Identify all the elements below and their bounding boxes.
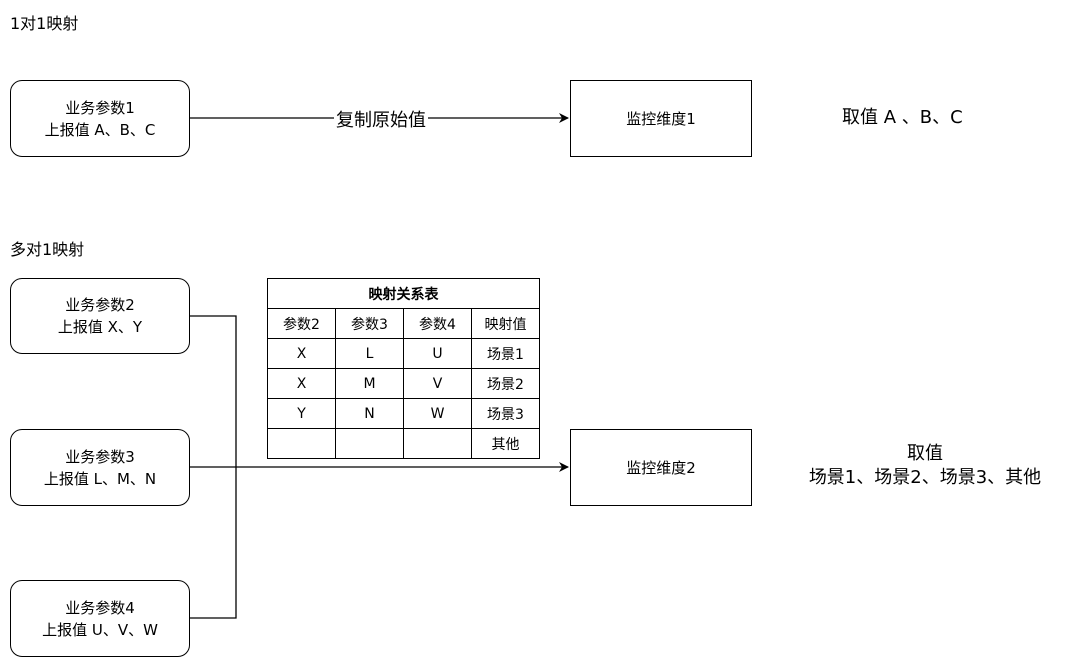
- result2-line1: 取值: [907, 443, 943, 464]
- business-param3-node[interactable]: 业务参数3 上报值 L、M、N: [10, 429, 190, 506]
- table-cell: L: [335, 338, 404, 369]
- node-values: 上报值 U、V、W: [42, 620, 158, 639]
- section2-title: 多对1映射: [10, 240, 85, 259]
- node-name: 业务参数4: [65, 598, 135, 617]
- business-param2-node[interactable]: 业务参数2 上报值 X、Y: [10, 278, 190, 354]
- node-values: 上报值 L、M、N: [43, 469, 157, 488]
- table-cell: M: [335, 368, 404, 399]
- column-header: 参数2: [267, 308, 336, 339]
- table-row: Y N W 场景3: [267, 398, 540, 429]
- table-cell: 场景2: [471, 368, 540, 399]
- result1-text: 取值 A 、B、C: [842, 107, 963, 128]
- edge-label-copy-raw: 复制原始值: [334, 106, 428, 132]
- connector-param2: [190, 315, 237, 467]
- table-cell: 场景3: [471, 398, 540, 429]
- table-cell: [267, 428, 336, 459]
- table-caption-row: 映射关系表: [267, 278, 540, 309]
- column-header: 映射值: [471, 308, 540, 339]
- monitor-dimension1-node[interactable]: 监控维度1: [570, 80, 752, 157]
- mapping-table: 映射关系表 参数2 参数3 参数4 映射值 X L U 场景1 X M V 场景…: [267, 278, 540, 459]
- table-row: X L U 场景1: [267, 338, 540, 369]
- table-cell: [335, 428, 404, 459]
- table-cell: Y: [267, 398, 336, 429]
- node-name: 业务参数1: [65, 98, 135, 117]
- table-cell: N: [335, 398, 404, 429]
- connector-param4: [190, 467, 237, 619]
- table-cell: [403, 428, 472, 459]
- section1-title: 1对1映射: [10, 14, 79, 33]
- node-name: 业务参数2: [65, 296, 135, 314]
- table-cell: 其他: [471, 428, 540, 459]
- column-header: 参数4: [403, 308, 472, 339]
- node-name: 监控维度1: [626, 110, 696, 128]
- table-caption: 映射关系表: [267, 278, 540, 309]
- table-row: X M V 场景2: [267, 368, 540, 399]
- table-cell: U: [403, 338, 472, 369]
- node-name: 监控维度2: [626, 459, 696, 477]
- table-header-row: 参数2 参数3 参数4 映射值: [267, 308, 540, 339]
- result2-line2: 场景1、场景2、场景3、其他: [808, 467, 1042, 488]
- table-cell: X: [267, 338, 336, 369]
- node-values: 上报值 A、B、C: [44, 120, 156, 139]
- table-cell: 场景1: [471, 338, 540, 369]
- node-values: 上报值 X、Y: [57, 318, 143, 336]
- table-row: 其他: [267, 428, 540, 459]
- table-cell: X: [267, 368, 336, 399]
- table-cell: V: [403, 368, 472, 399]
- business-param1-node[interactable]: 业务参数1 上报值 A、B、C: [10, 80, 190, 157]
- monitor-dimension2-node[interactable]: 监控维度2: [570, 429, 752, 506]
- column-header: 参数3: [335, 308, 404, 339]
- table-cell: W: [403, 398, 472, 429]
- business-param4-node[interactable]: 业务参数4 上报值 U、V、W: [10, 580, 190, 657]
- node-name: 业务参数3: [65, 447, 135, 466]
- result2-text: 取值 场景1、场景2、场景3、其他: [780, 442, 1070, 490]
